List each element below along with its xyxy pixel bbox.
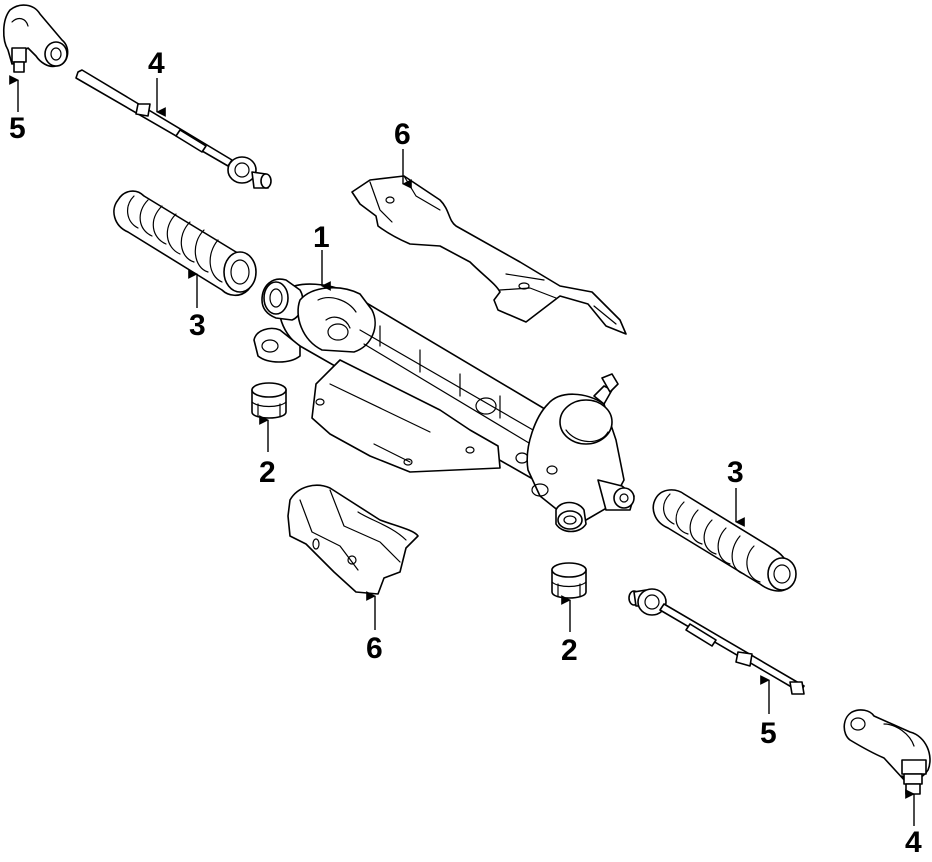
part-6-top-label: 6 — [394, 118, 411, 151]
part-2-left-label: 2 — [259, 456, 276, 489]
inner-tie-rod-right[interactable] — [628, 588, 805, 695]
bellows-boot-left[interactable] — [113, 190, 257, 297]
part-3-left-label: 3 — [189, 309, 206, 342]
tie-rod-end-left[interactable] — [2, 4, 69, 73]
part-3-right-label: 3 — [727, 456, 744, 489]
heat-shield-lower[interactable] — [287, 484, 419, 595]
mount-bushing-left[interactable] — [251, 382, 287, 419]
bellows-boot-right[interactable] — [652, 489, 797, 592]
part-5-left-label: 5 — [9, 112, 26, 145]
part-4-left-label: 4 — [148, 47, 165, 80]
inner-tie-rod-left[interactable] — [75, 69, 272, 189]
part-2-right-label: 2 — [561, 634, 578, 667]
mount-bushing-right[interactable] — [551, 562, 587, 599]
heat-shield-upper[interactable] — [351, 175, 627, 335]
tie-rod-end-right[interactable] — [843, 709, 931, 795]
part-4-right-label: 5 — [760, 717, 777, 750]
part-1-label: 1 — [313, 221, 330, 254]
steering-gear-rack[interactable] — [253, 278, 635, 533]
part-6-bottom-label: 6 — [366, 632, 383, 665]
part-5-right-label: 4 — [905, 826, 922, 859]
